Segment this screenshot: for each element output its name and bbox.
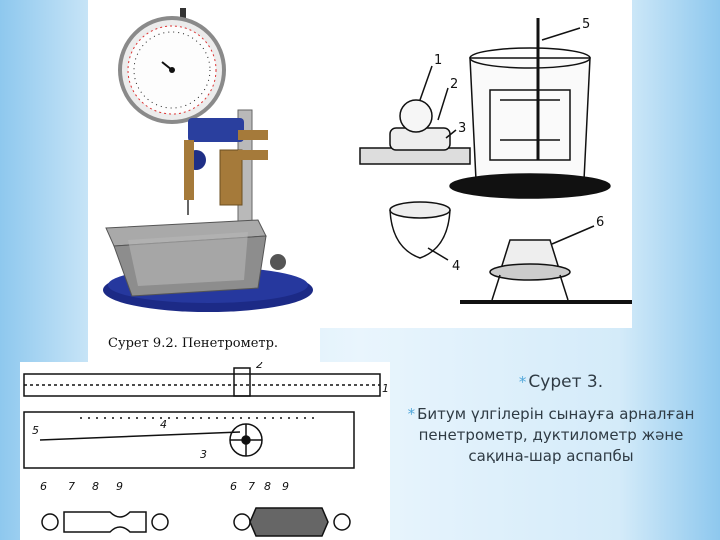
- ductilometer-drawing-panel: 1 2 3 4 5 6 7 8 9 6 7 8 9: [20, 358, 390, 540]
- ring-ball-label-5: 5: [582, 17, 590, 32]
- ductilometer-label-5: 5: [32, 424, 39, 437]
- ductilometer-label-9b: 9: [282, 480, 289, 493]
- slide-body-line: *Битум үлгілерін сынауға арналған пенетр…: [396, 404, 706, 467]
- slide-body: Битум үлгілерін сынауға арналған пенетро…: [417, 405, 695, 465]
- ring-ball-label-4: 4: [452, 259, 460, 274]
- figure-caption: Сурет 9.2. Пенетрометр.: [108, 336, 279, 351]
- penetrometer-illustration: [103, 8, 313, 312]
- ring-ball-label-2: 2: [450, 77, 458, 92]
- ring-ball-illustration: 1 2 3 4 5 6: [359, 17, 649, 304]
- ductilometer-label-3: 3: [200, 448, 207, 461]
- ring-ball-label-3: 3: [458, 121, 466, 136]
- ductilometer-illustration: 1 2 3 4 5 6 7 8 9 6 7 8 9: [23, 358, 389, 537]
- ductilometer-label-6a: 6: [40, 480, 47, 493]
- slide-title: Сурет 3.: [528, 372, 604, 392]
- ring-ball-label-1: 1: [434, 53, 442, 68]
- penetrometer-photo-panel: [88, 0, 320, 362]
- ductilometer-label-7b: 7: [248, 480, 255, 493]
- slide-text-block: *Сурет 3. *Битум үлгілерін сынауға арнал…: [396, 372, 706, 467]
- ductilometer-label-7a: 7: [68, 480, 75, 493]
- bullet-icon: *: [518, 373, 527, 391]
- ductilometer-label-9a: 9: [116, 480, 123, 493]
- ductilometer-label-1: 1: [382, 382, 389, 395]
- ductilometer-label-8a: 8: [92, 480, 99, 493]
- bullet-icon: *: [407, 405, 416, 423]
- ductilometer-label-4: 4: [160, 418, 167, 431]
- slide-title-line: *Сурет 3.: [396, 372, 706, 392]
- ring-ball-drawing-panel: 1 2 3 4 5 6: [320, 0, 649, 328]
- ring-ball-label-6: 6: [596, 215, 604, 230]
- ductilometer-label-8b: 8: [264, 480, 271, 493]
- ductilometer-label-6b: 6: [230, 480, 237, 493]
- ductilometer-label-2: 2: [256, 362, 263, 371]
